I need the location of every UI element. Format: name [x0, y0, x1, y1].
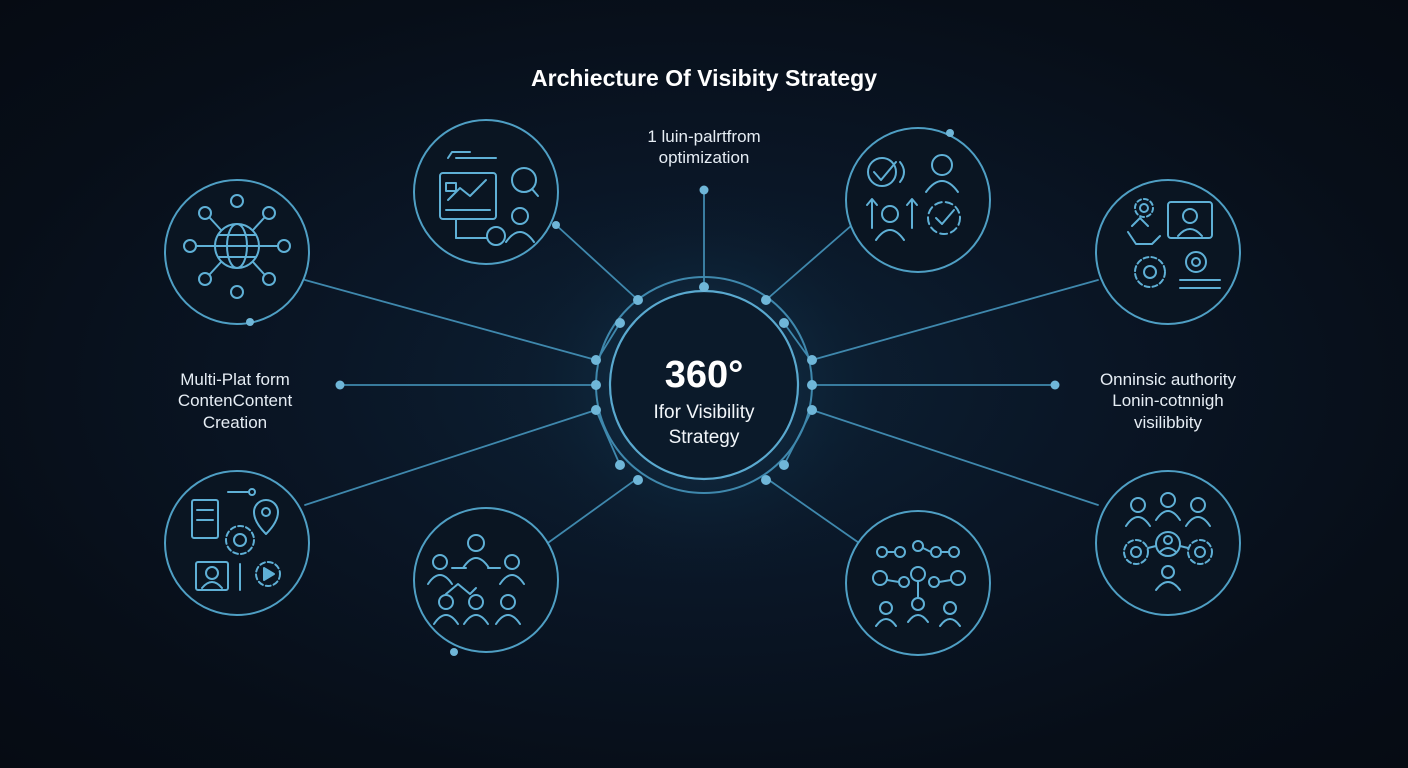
right-label-line-3: visilibbity — [1133, 412, 1203, 432]
hub-subtitle-line-1: Ifor Visibility — [653, 402, 755, 423]
analytics-dashboard-icon — [439, 151, 539, 246]
top-label-line-1: 1 luin-palrtfrom — [647, 127, 761, 146]
top-label: 1 luin-palrtfrom optimization — [574, 126, 834, 169]
connector-validation-team — [765, 224, 853, 301]
connector-lower-left-inner — [595, 409, 621, 466]
connector-media-settings — [811, 279, 1099, 361]
collaboration-network-icon — [872, 540, 966, 627]
left-label-line-2: ContenContent — [177, 391, 293, 411]
connector-partner-network — [811, 409, 1099, 506]
hub-dot-top-right — [761, 295, 771, 305]
hub-dot-bottom-left — [633, 475, 643, 485]
hub-headline: 360° — [664, 354, 744, 396]
node-dot-analytics — [552, 221, 560, 229]
node-dot-globe — [246, 318, 254, 326]
hub-dot-right — [807, 380, 817, 390]
node-network-globe — [164, 179, 310, 325]
hub-dot-upper-right — [779, 318, 789, 328]
team-hierarchy-icon — [427, 534, 525, 625]
left-label-line-3: Creation — [202, 412, 268, 432]
node-analytics-dashboard — [413, 119, 559, 265]
node-dot-team-bottom — [450, 648, 458, 656]
node-team-hierarchy — [413, 507, 559, 653]
hub-dot-upper-left — [615, 318, 625, 328]
hub-subtitle: Ifor Visibility Strategy — [610, 401, 798, 450]
node-media-settings — [1095, 179, 1241, 325]
left-label: Multi-Plat form ContenContent Creation — [130, 369, 340, 433]
top-label-line-2: optimization — [658, 148, 750, 168]
end-dot-left — [335, 380, 345, 390]
connector-team-hierarchy — [544, 477, 639, 546]
hub-dot-mid-right-upper — [807, 355, 817, 365]
diagram-title: Archiecture Of Visibity Strategy — [531, 65, 877, 91]
right-label: Onninsic authority Lonin-cotnnigh visili… — [1068, 369, 1268, 433]
hub-dot-lower-left — [615, 460, 625, 470]
hub-dot-left — [591, 380, 601, 390]
media-settings-icon — [1127, 198, 1221, 289]
hub-dot-bottom-right — [761, 475, 771, 485]
globe-network-icon — [183, 194, 291, 299]
node-dot-validation — [946, 129, 954, 137]
right-label-line-2: Lonin-cotnnigh — [1112, 391, 1224, 411]
content-tools-icon — [191, 488, 281, 591]
connector-content-tools — [304, 409, 597, 506]
checkmark-team-icon — [866, 154, 961, 241]
end-dot-top — [699, 185, 709, 195]
connector-analytics-dashboard — [555, 224, 639, 301]
hub-dot-mid-left-upper — [591, 355, 601, 365]
connector-network-globe — [304, 279, 597, 361]
hub-dot-lower-right — [779, 460, 789, 470]
node-validation-team — [845, 127, 991, 273]
hub-dot-top-left — [633, 295, 643, 305]
node-content-tools — [164, 470, 310, 616]
right-label-line-1: Onninsic authority — [1099, 370, 1237, 389]
left-label-line-1: Multi-Plat form — [180, 370, 290, 389]
hub-dot-top — [699, 282, 709, 292]
hub-subtitle-line-2: Strategy — [668, 426, 740, 448]
connector-collaboration-network — [765, 477, 863, 546]
end-dot-right — [1050, 380, 1060, 390]
partner-network-icon — [1123, 492, 1213, 591]
hub-dot-mid-right-lower — [807, 405, 817, 415]
hub-dot-mid-left-lower — [591, 405, 601, 415]
